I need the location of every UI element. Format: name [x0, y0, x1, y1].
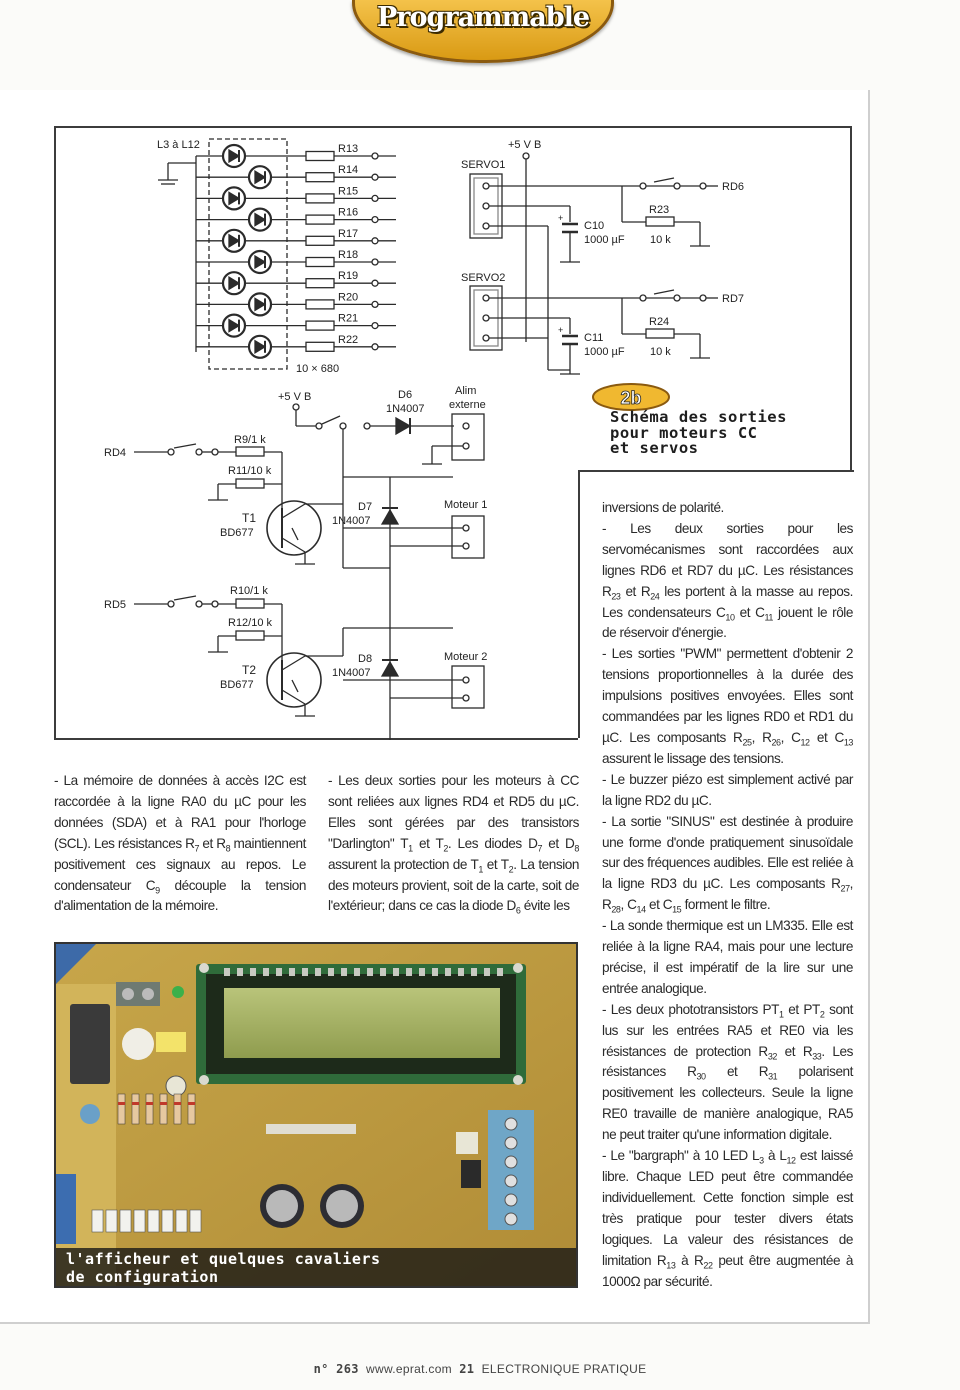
- resistor-label: R20: [338, 291, 358, 303]
- led-6: [196, 207, 306, 232]
- c11-value: 1000 µF: [584, 346, 625, 358]
- resistor-label: R17: [338, 228, 358, 240]
- led-10: [196, 292, 306, 317]
- r23-label: R23: [649, 204, 669, 216]
- resistor-label: R21: [338, 313, 358, 325]
- d7-label: D7: [358, 501, 372, 513]
- figure-number: 2b: [620, 388, 641, 408]
- resistor-r22: R22: [305, 334, 396, 352]
- alim-connector: [451, 413, 485, 461]
- supply-label-top: +5 V B: [508, 139, 541, 151]
- led-5: [196, 186, 306, 211]
- rd4-label: RD4: [104, 447, 126, 459]
- rd7-label: RD7: [722, 293, 744, 305]
- transistor-t2: [266, 652, 322, 708]
- r24-label: R24: [649, 316, 669, 328]
- text-column-3: inversions de polarité. - Les deux sorti…: [602, 500, 854, 1289]
- servo1-label: SERVO1: [461, 159, 505, 171]
- page-number: 21: [459, 1362, 475, 1376]
- issue-number: n° 263: [313, 1362, 359, 1376]
- r9-label: R9/1 k: [234, 434, 266, 446]
- r24-value: 10 k: [650, 346, 671, 358]
- text-column-1: - La mémoire de données à accès I2C est …: [54, 773, 306, 914]
- board-photo: l'afficheur et quelques cavaliers de con…: [54, 942, 578, 1288]
- moteur2-connector: [451, 665, 485, 709]
- r12-label: R12/10 k: [228, 617, 273, 629]
- resistor-label: R18: [338, 249, 358, 261]
- section-title: Programmable: [376, 2, 590, 33]
- d8-label: D8: [358, 653, 372, 665]
- photo-resistor: [145, 1093, 154, 1125]
- moteur2-label: Moteur 2: [444, 651, 487, 663]
- r10-label: R10/1 k: [230, 585, 268, 597]
- photo-resistor: [187, 1093, 196, 1125]
- photo-resistor: [131, 1093, 140, 1125]
- resistor-r18: R18: [305, 249, 396, 268]
- resistor-label: R15: [338, 185, 358, 197]
- svg-text:+: +: [558, 213, 563, 223]
- led-8: [196, 249, 306, 275]
- resistor-r16: R16: [305, 207, 396, 225]
- resistor-label: R22: [338, 334, 358, 346]
- text-column-2: - Les deux sorties pour les moteurs à CC…: [328, 773, 580, 917]
- led-7: [196, 228, 306, 253]
- t2-type: BD677: [220, 679, 254, 691]
- t1-label: T1: [242, 511, 256, 525]
- supply-label-mid: +5 V B: [278, 391, 311, 403]
- resistor-label: R13: [338, 143, 358, 155]
- schematic-frame-cutout: [578, 470, 854, 742]
- photo-resistor: [173, 1093, 182, 1125]
- c10-label: C10: [584, 220, 604, 232]
- c11-label: C11: [584, 332, 603, 344]
- resistor-r13: R13: [305, 143, 396, 162]
- resistor-r15: R15: [305, 185, 396, 204]
- moteur1-label: Moteur 1: [444, 499, 487, 511]
- board-illustration: [56, 944, 576, 1286]
- led-3: [196, 143, 306, 169]
- r11-label: R11/10 k: [228, 465, 272, 477]
- c10-value: 1000 µF: [584, 234, 625, 246]
- resistor-r19: R19: [305, 270, 396, 289]
- page-footer: n° 263 www.eprat.com 21 ELECTRONIQUE PRA…: [0, 1362, 960, 1376]
- d6-type: 1N4007: [386, 403, 425, 415]
- photo-resistor: [117, 1093, 126, 1125]
- d6-label: D6: [398, 389, 412, 401]
- rd5-label: RD5: [104, 599, 126, 611]
- transistor-t1: [266, 500, 322, 556]
- moteur1-connector: [451, 515, 485, 559]
- rd6-label: RD6: [722, 181, 744, 193]
- resistor-r20: R20: [305, 291, 396, 310]
- led-range-label: L3 à L12: [157, 139, 200, 151]
- magazine-name: ELECTRONIQUE PRATIQUE: [481, 1362, 647, 1376]
- led-12: [196, 334, 306, 359]
- figure-number-badge: 2b: [592, 383, 670, 411]
- led-array: [196, 143, 306, 359]
- t1-type: BD677: [220, 527, 254, 539]
- resistor-label: R14: [338, 164, 358, 176]
- figure-caption: Schéma des sorties pour moteurs CC et se…: [610, 408, 787, 457]
- photo-resistor: [159, 1093, 168, 1125]
- svg-text:+: +: [558, 325, 563, 335]
- resistor-label: R16: [338, 207, 358, 219]
- resistor-r14: R14: [305, 164, 396, 183]
- alim-label-2: externe: [449, 399, 486, 411]
- resistor-value-label: 10 × 680: [296, 363, 339, 375]
- servo2-label: SERVO2: [461, 272, 505, 284]
- t2-label: T2: [242, 663, 256, 677]
- led-4: [196, 165, 306, 190]
- resistor-r17: R17: [305, 228, 396, 246]
- d7-type: 1N4007: [332, 515, 371, 527]
- website: www.eprat.com: [366, 1362, 452, 1376]
- led-9: [196, 271, 306, 296]
- d8-type: 1N4007: [332, 667, 371, 679]
- resistor-label: R19: [338, 270, 358, 282]
- alim-label-1: Alim: [455, 385, 476, 397]
- led-11: [196, 313, 306, 338]
- photo-caption: l'afficheur et quelques cavaliers de con…: [56, 1248, 576, 1286]
- schematic-diagram: L3 à L12 R13R14R15R16R17R18R19R20R21R22 …: [104, 138, 744, 740]
- r23-value: 10 k: [650, 234, 671, 246]
- resistor-r21: R21: [305, 313, 396, 331]
